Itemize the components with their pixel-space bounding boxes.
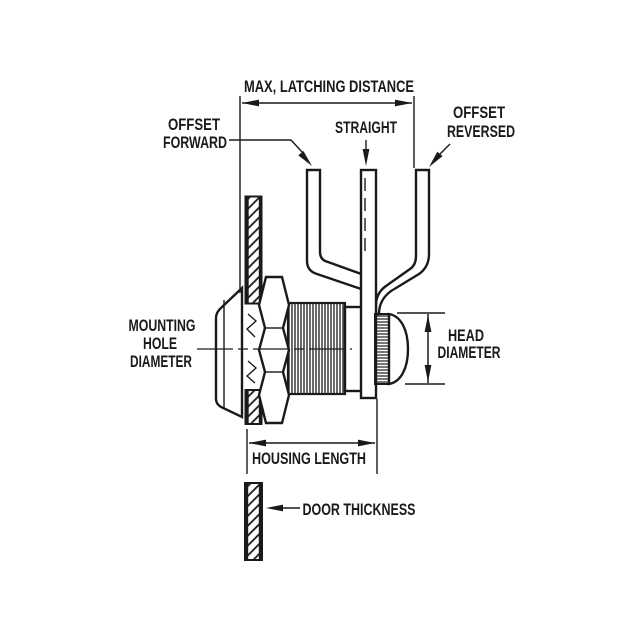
straight-label: STRAIGHT — [335, 118, 397, 137]
offset-forward-arrowhead — [298, 150, 312, 166]
max-latching-distance-label: MAX, LATCHING DISTANCE — [244, 77, 414, 96]
dimension-housing-length: HOUSING LENGTH — [246, 399, 378, 474]
hex-nut — [257, 275, 291, 425]
cam-offset-reversed — [374, 168, 431, 316]
hole-break-line-top — [245, 313, 258, 338]
offset-reversed-label-line2: REVERSED — [447, 122, 515, 141]
head-diameter-label-line1: HEAD — [448, 326, 484, 345]
label-mounting-hole-diameter: MOUNTING HOLE DIAMETER — [129, 316, 196, 371]
straight-arrowhead — [362, 149, 370, 166]
offset-forward-label-line1: OFFSET — [168, 115, 220, 134]
offset-reversed-label-line1: OFFSET — [453, 103, 505, 122]
mounting-hole-label-line2: HOLE — [143, 334, 177, 353]
serrated-washer — [374, 313, 390, 385]
label-straight: STRAIGHT — [335, 118, 397, 166]
arrowhead-left — [242, 99, 259, 107]
head-arrowhead-down — [424, 365, 432, 382]
offset-reversed-arrowhead — [429, 151, 443, 167]
offset-forward-leader-line — [229, 139, 304, 154]
label-offset-forward: OFFSET FORWARD — [163, 115, 312, 166]
hole-break-line-bottom — [245, 360, 258, 384]
housing-arrowhead-right — [358, 439, 375, 447]
head-arrowhead-up — [424, 315, 432, 332]
arrowhead-right — [395, 99, 412, 107]
cam-head — [387, 312, 410, 386]
rear-collar — [343, 305, 364, 393]
cam-straight-shank — [359, 168, 378, 400]
dimension-head-diameter: HEAD DIAMETER — [397, 312, 501, 385]
housing-length-label: HOUSING LENGTH — [252, 449, 366, 468]
mounting-hole-label-line1: MOUNTING — [129, 316, 196, 335]
lock-bezel — [214, 285, 244, 419]
label-door-thickness: DOOR THICKNESS — [266, 500, 416, 519]
housing-arrowhead-left — [249, 439, 266, 447]
label-offset-reversed: OFFSET REVERSED — [429, 103, 515, 167]
mounting-hole-label-line3: DIAMETER — [130, 352, 192, 371]
dimension-max-latching-distance: MAX, LATCHING DISTANCE — [239, 77, 415, 293]
door-panel-upper — [244, 195, 263, 305]
door-thickness-label: DOOR THICKNESS — [303, 500, 416, 519]
offset-forward-label-line2: FORWARD — [163, 133, 227, 152]
door-thickness-panel — [244, 482, 263, 561]
door-thickness-arrowhead — [266, 504, 283, 512]
cam-offset-forward — [305, 168, 366, 292]
head-diameter-label-line2: DIAMETER — [438, 343, 501, 362]
